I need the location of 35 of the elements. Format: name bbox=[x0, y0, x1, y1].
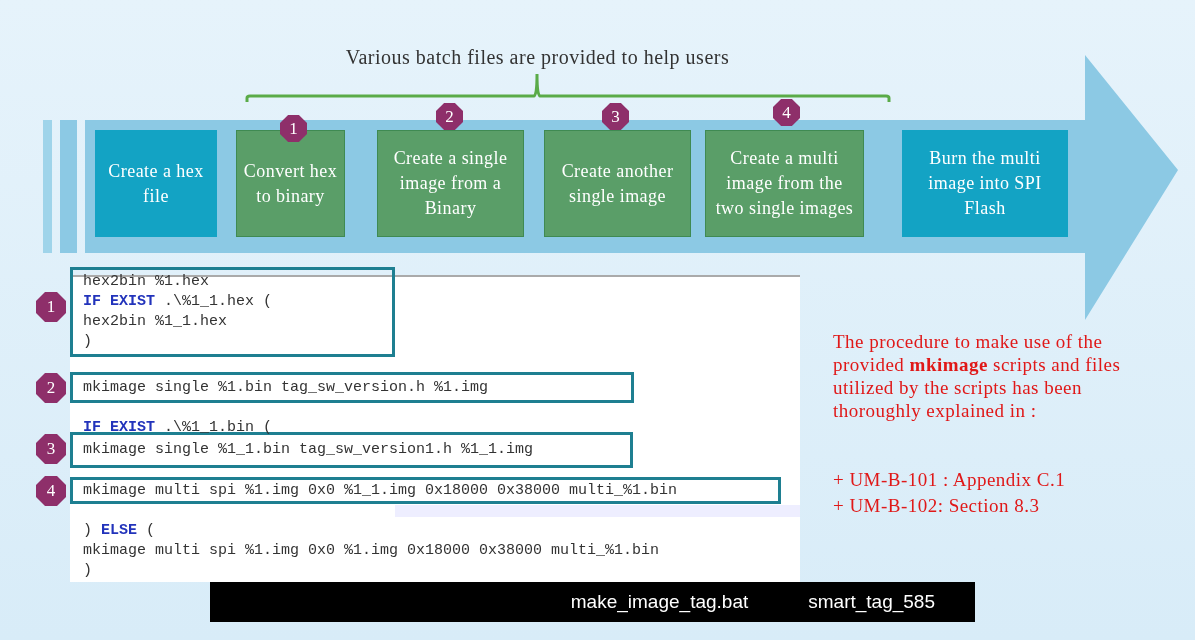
diagram-title: Various batch files are provided to help users bbox=[344, 45, 731, 71]
process-box: Create a hex file bbox=[95, 130, 217, 237]
step-number-badge: 2 bbox=[36, 373, 66, 403]
code-line: hex2bin %1_1.hex bbox=[83, 312, 229, 332]
step-number-badge: 3 bbox=[36, 434, 66, 464]
code-line: mkimage multi spi %1.img 0x0 %1.img 0x18000 0x38000 multi_%1.bin bbox=[83, 541, 660, 561]
note-text: + UM-B-102: Section 8.3 bbox=[833, 494, 1041, 517]
code-line: ) bbox=[83, 561, 92, 581]
code-highlight-box bbox=[70, 432, 633, 468]
step-number-badge: 1 bbox=[36, 292, 66, 322]
code-line: hex2bin %1.hex bbox=[83, 272, 211, 292]
code-line: mkimage multi spi %1.img 0x0 %1_1.img 0x18000 0x38000 multi_%1.bin bbox=[83, 480, 679, 501]
note-text: + UM-B-101 : Appendix C.1 bbox=[833, 468, 1067, 491]
filename-text: make_image_tag.bat bbox=[570, 589, 749, 615]
code-line: ) ELSE ( bbox=[83, 521, 156, 541]
step-number-badge: 1 bbox=[280, 115, 307, 142]
process-box: Create another single image bbox=[544, 130, 691, 237]
process-box: Create a single image from a Binary bbox=[377, 130, 524, 237]
code-line: IF EXIST .\%1_1.bin ( bbox=[83, 418, 273, 438]
code-highlight-box bbox=[70, 372, 634, 403]
process-box: Burn the multi image into SPI Flash bbox=[902, 130, 1068, 237]
code-line: IF EXIST .\%1_1.hex ( bbox=[83, 292, 274, 312]
step-number-badge: 4 bbox=[36, 476, 66, 506]
step-number-badge: 3 bbox=[602, 103, 629, 130]
step-number-badge: 4 bbox=[773, 99, 800, 126]
process-box: Create a multi image from the two single images bbox=[705, 130, 864, 237]
code-line: mkimage single %1_1.bin tag_sw_version1.h %1_1.img bbox=[83, 440, 535, 460]
code-line: ) bbox=[83, 332, 93, 352]
code-line: mkimage single %1.bin tag_sw_version.h %1.img bbox=[83, 377, 490, 398]
code-highlight-box bbox=[70, 477, 781, 504]
filename-bar bbox=[210, 582, 975, 622]
note-text: The procedure to make use of the provided mkimage scripts and files utilized by the scripts has been thoroughly explained in : bbox=[833, 330, 1122, 422]
step-number-badge: 2 bbox=[436, 103, 463, 130]
filename-text: smart_tag_585 bbox=[808, 589, 935, 615]
code-highlight-box bbox=[70, 267, 395, 357]
